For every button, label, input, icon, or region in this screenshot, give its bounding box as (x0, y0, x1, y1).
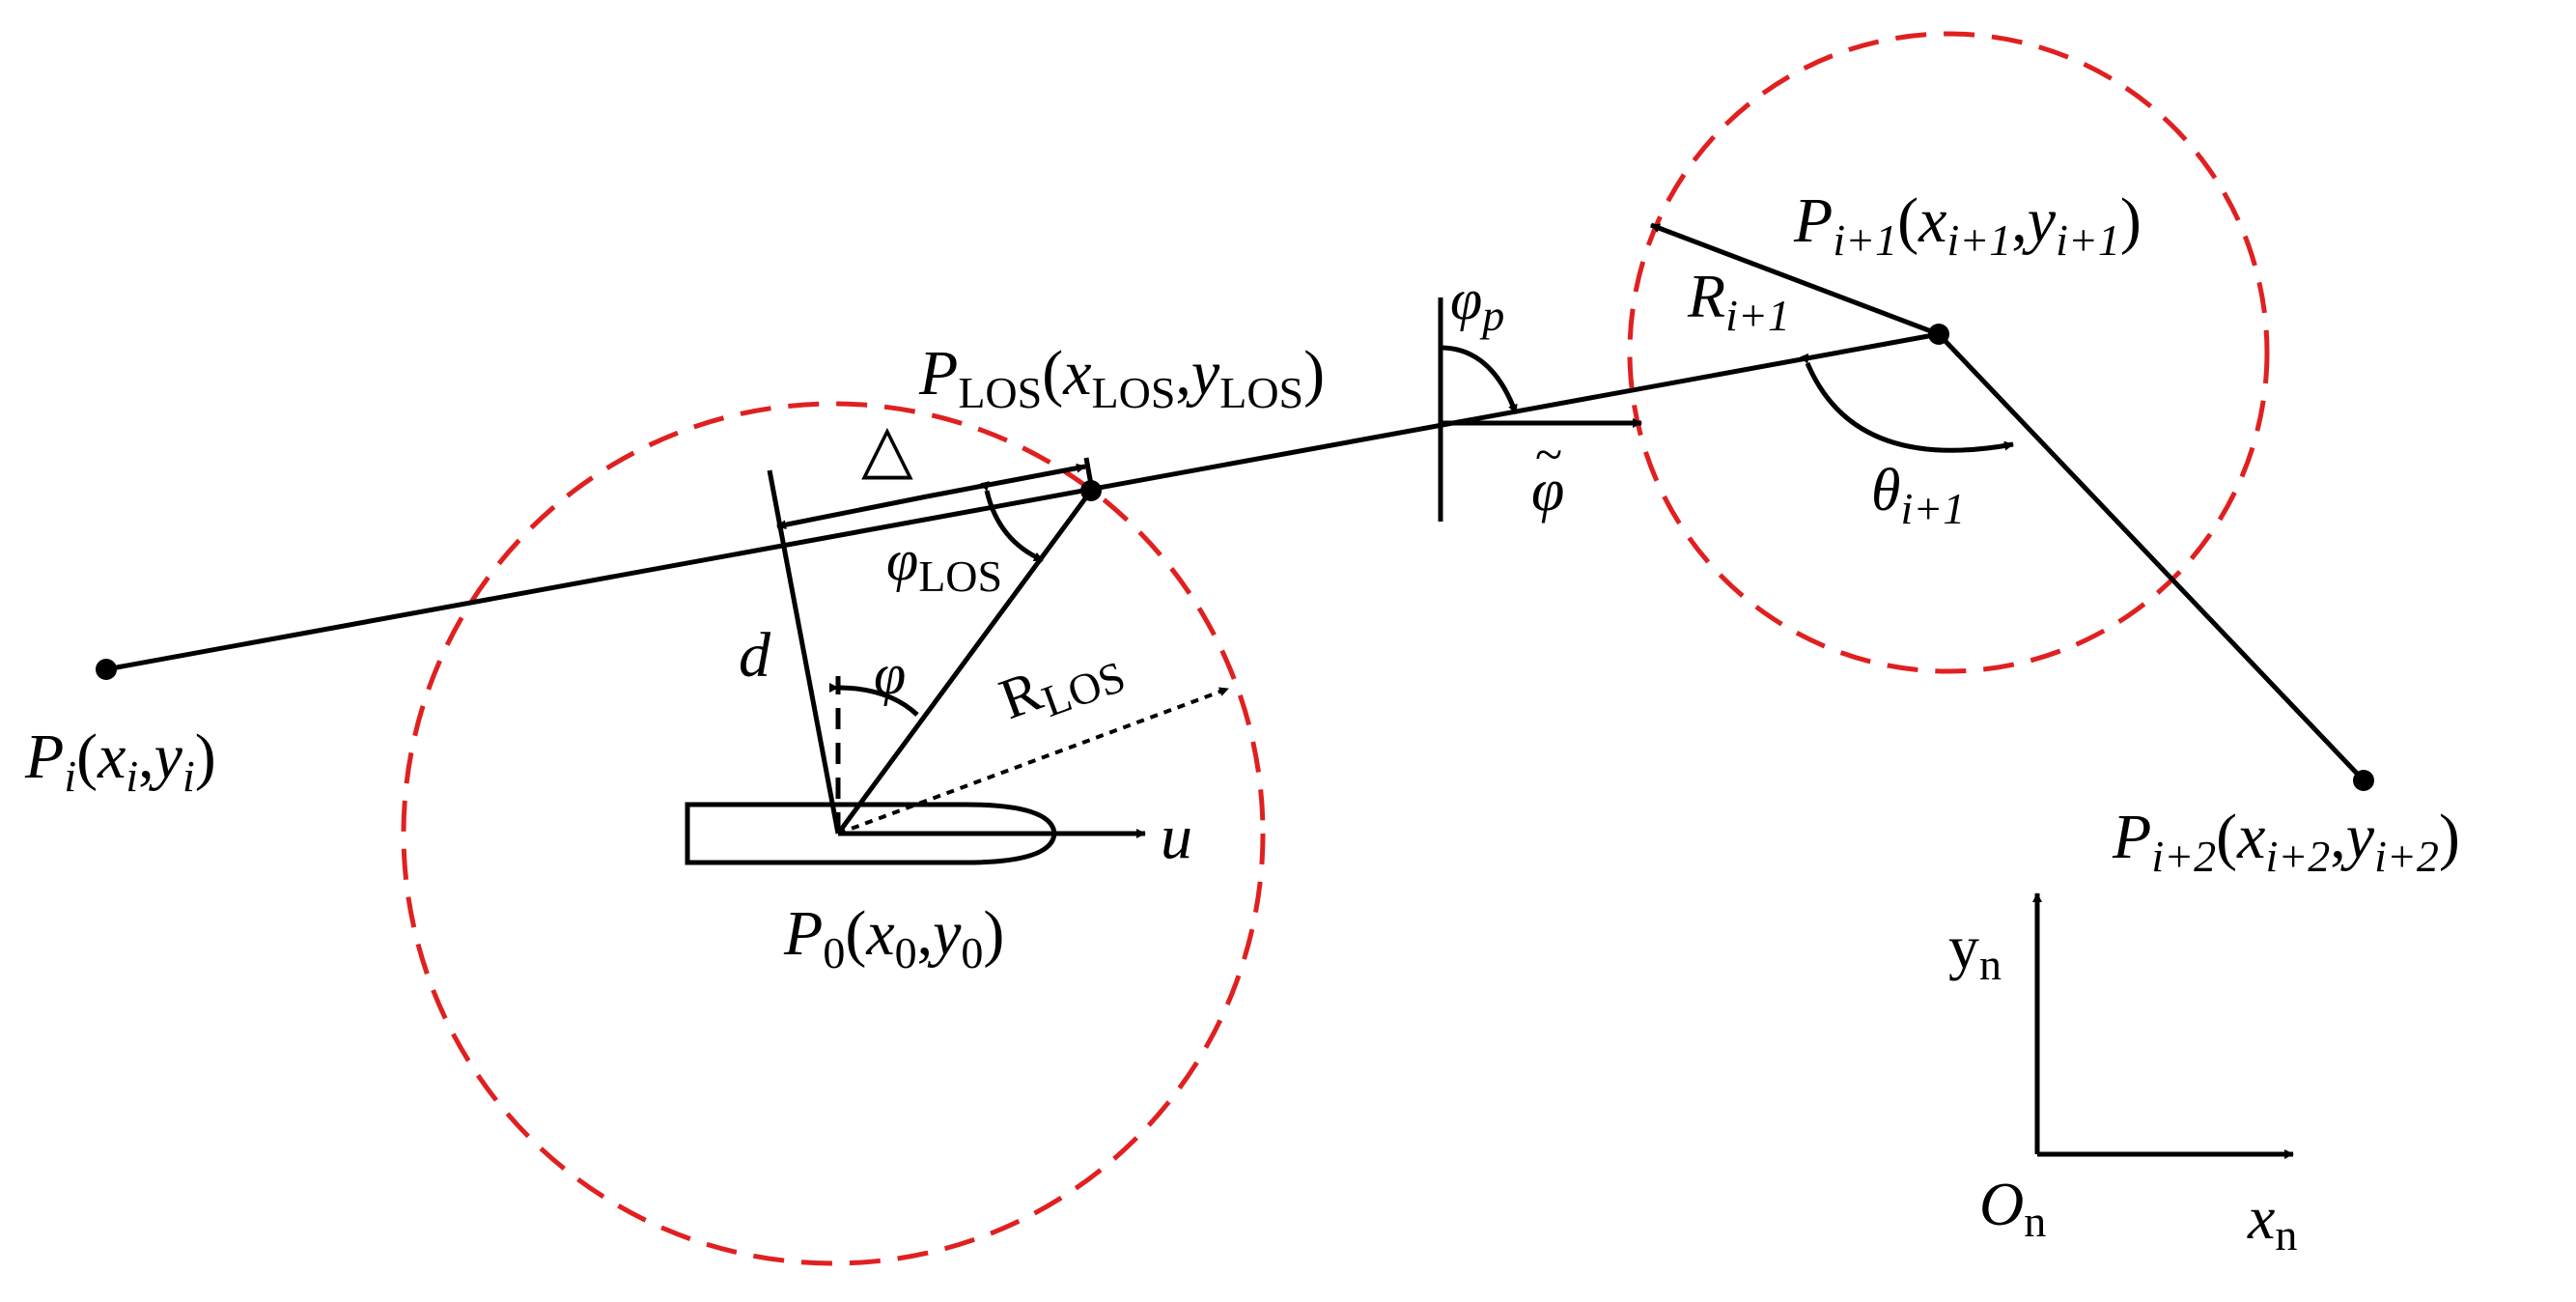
label-theta-i1: θi+1 (1871, 458, 1965, 533)
label-phi-tilde: φ (1531, 458, 1564, 524)
label-tilde-mark: ~ (1535, 428, 1562, 483)
label-xn: xn (2247, 1183, 2297, 1260)
turning-angle-arc (1799, 353, 2014, 453)
label-u: u (1161, 802, 1192, 872)
line-of-sight-vector (835, 489, 1094, 835)
cross-track-error-line (767, 469, 841, 835)
path-segment-i1-to-i2 (1937, 332, 2366, 782)
label-pi2: Pi+2(xi+2,yi+2) (2112, 802, 2460, 881)
label-d: d (739, 620, 771, 691)
label-r-los: RLOS (992, 630, 1132, 740)
label-on: On (1979, 1170, 2046, 1246)
waypoint-radius-arrow (1650, 222, 1940, 337)
label-p0: P0(x0,y0) (783, 898, 1004, 977)
lookahead-arrow-right (926, 463, 1086, 499)
label-yn: yn (1948, 913, 2002, 989)
lookahead-arrow-left (776, 494, 928, 530)
waypoint-acceptance-circle (1627, 31, 2270, 674)
los-radius-circle (401, 401, 1266, 1266)
lookahead-extension-line (1083, 457, 1096, 496)
label-plos: PLOS(xLOS,yLOS) (918, 338, 1325, 417)
label-phi-los: φLOS (886, 528, 1002, 601)
label-pi1: Pi+1(xi+1,yi+1) (1793, 185, 2142, 265)
path-angle-arc (1440, 345, 1519, 414)
label-pi: Pi(xi,yi) (24, 722, 216, 801)
label-phi-p: φp (1450, 268, 1504, 340)
waypoint-pi-dot (96, 659, 117, 680)
label-delta: △ (861, 412, 913, 487)
heading-angle-arc (828, 682, 919, 717)
label-r-i1: Ri+1 (1687, 262, 1790, 340)
waypoint-pi2-dot (2353, 770, 2374, 791)
los-angle-arc (980, 481, 1045, 563)
los-radius-arrow (837, 687, 1229, 835)
label-phi: φ (874, 642, 906, 706)
